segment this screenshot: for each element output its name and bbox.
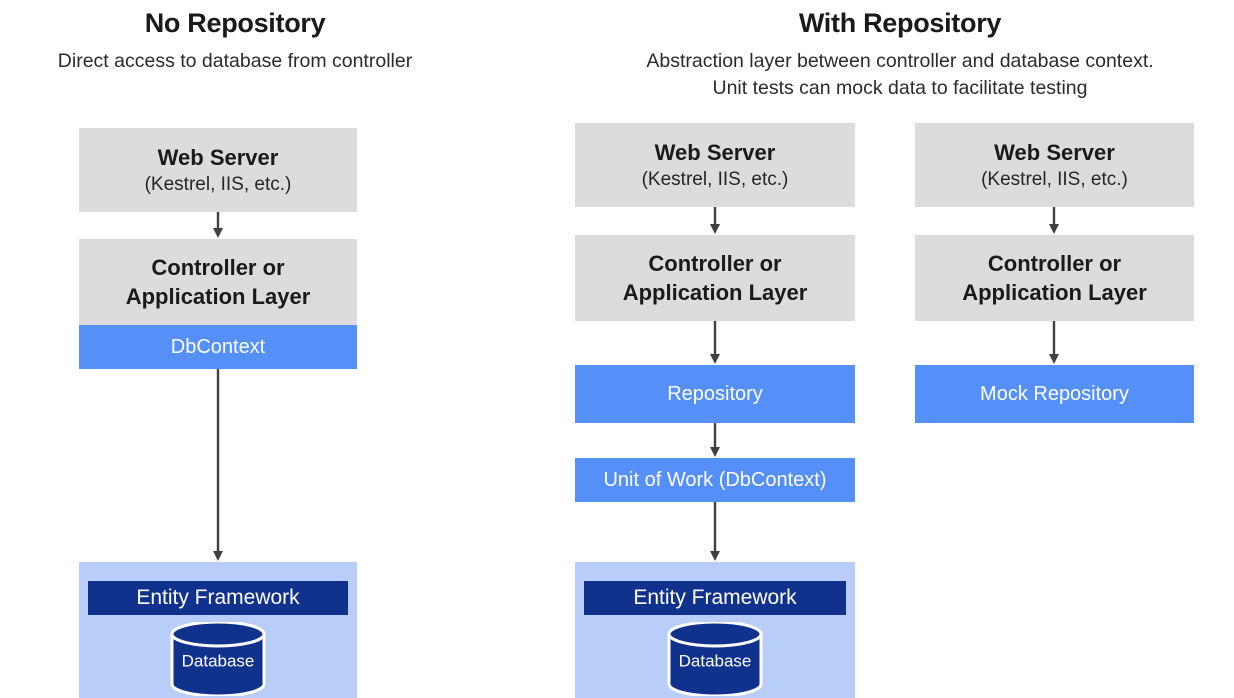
right-controller-line2: Application Layer	[962, 280, 1147, 305]
middle-entity-framework-bar: Entity Framework	[584, 581, 846, 615]
middle-database-cylinder: Database	[667, 622, 763, 696]
right-section-subtitle-line1: Abstraction layer between controller and…	[646, 50, 1154, 72]
right-section-subtitle-line2: Unit tests can mock data to facilitate t…	[712, 77, 1088, 99]
left-entity-framework-bar: Entity Framework	[88, 581, 348, 615]
middle-entity-framework-label: Entity Framework	[633, 586, 797, 609]
middle-repository-box: Repository	[575, 365, 855, 423]
left-web-server-box: Web Server (Kestrel, IIS, etc.)	[79, 128, 357, 212]
middle-arrow-repository-to-unitofwork	[707, 423, 723, 458]
left-entity-framework-label: Entity Framework	[136, 586, 300, 609]
right-mock-repository-label: Mock Repository	[980, 383, 1129, 405]
middle-unit-of-work-label: Unit of Work (DbContext)	[603, 469, 827, 491]
middle-unit-of-work-box: Unit of Work (DbContext)	[575, 458, 855, 502]
middle-web-server-title: Web Server	[654, 139, 776, 165]
left-web-server-subtitle: (Kestrel, IIS, etc.)	[144, 173, 292, 195]
right-arrow-webserver-to-controller	[1046, 207, 1062, 235]
right-web-server-subtitle: (Kestrel, IIS, etc.)	[981, 168, 1128, 190]
left-column-title: No Repository	[144, 8, 326, 38]
right-arrow-controller-to-mockrepository	[1046, 321, 1062, 365]
left-database-cylinder: Database	[170, 622, 266, 696]
right-mock-repository-box: Mock Repository	[915, 365, 1194, 423]
left-arrow-webserver-to-controller	[210, 212, 226, 239]
right-web-server-title: Web Server	[994, 139, 1115, 165]
left-dbcontext-label: DbContext	[170, 336, 266, 358]
left-arrow-dbcontext-to-ef	[210, 369, 226, 562]
middle-arrow-controller-to-repository	[707, 321, 723, 365]
right-web-server-box: Web Server (Kestrel, IIS, etc.)	[915, 123, 1194, 207]
left-dbcontext-box: DbContext	[79, 325, 357, 369]
left-column-subtitle: Direct access to database from controlle…	[57, 50, 413, 72]
middle-web-server-subtitle: (Kestrel, IIS, etc.)	[641, 168, 789, 190]
middle-repository-label: Repository	[667, 383, 763, 405]
left-controller-line2: Application Layer	[125, 284, 311, 309]
middle-arrow-webserver-to-controller	[707, 207, 723, 235]
middle-controller-line1: Controller or	[648, 251, 782, 276]
middle-controller-box: Controller or Application Layer	[575, 235, 855, 321]
middle-arrow-unitofwork-to-ef	[707, 502, 723, 562]
left-web-server-title: Web Server	[157, 144, 279, 170]
right-controller-line1: Controller or	[987, 251, 1122, 276]
right-section-title: With Repository	[798, 8, 1002, 38]
middle-controller-line2: Application Layer	[622, 280, 808, 305]
middle-web-server-box: Web Server (Kestrel, IIS, etc.)	[575, 123, 855, 207]
right-controller-box: Controller or Application Layer	[915, 235, 1194, 321]
left-controller-line1: Controller or	[151, 255, 285, 280]
left-controller-box: Controller or Application Layer	[79, 239, 357, 325]
